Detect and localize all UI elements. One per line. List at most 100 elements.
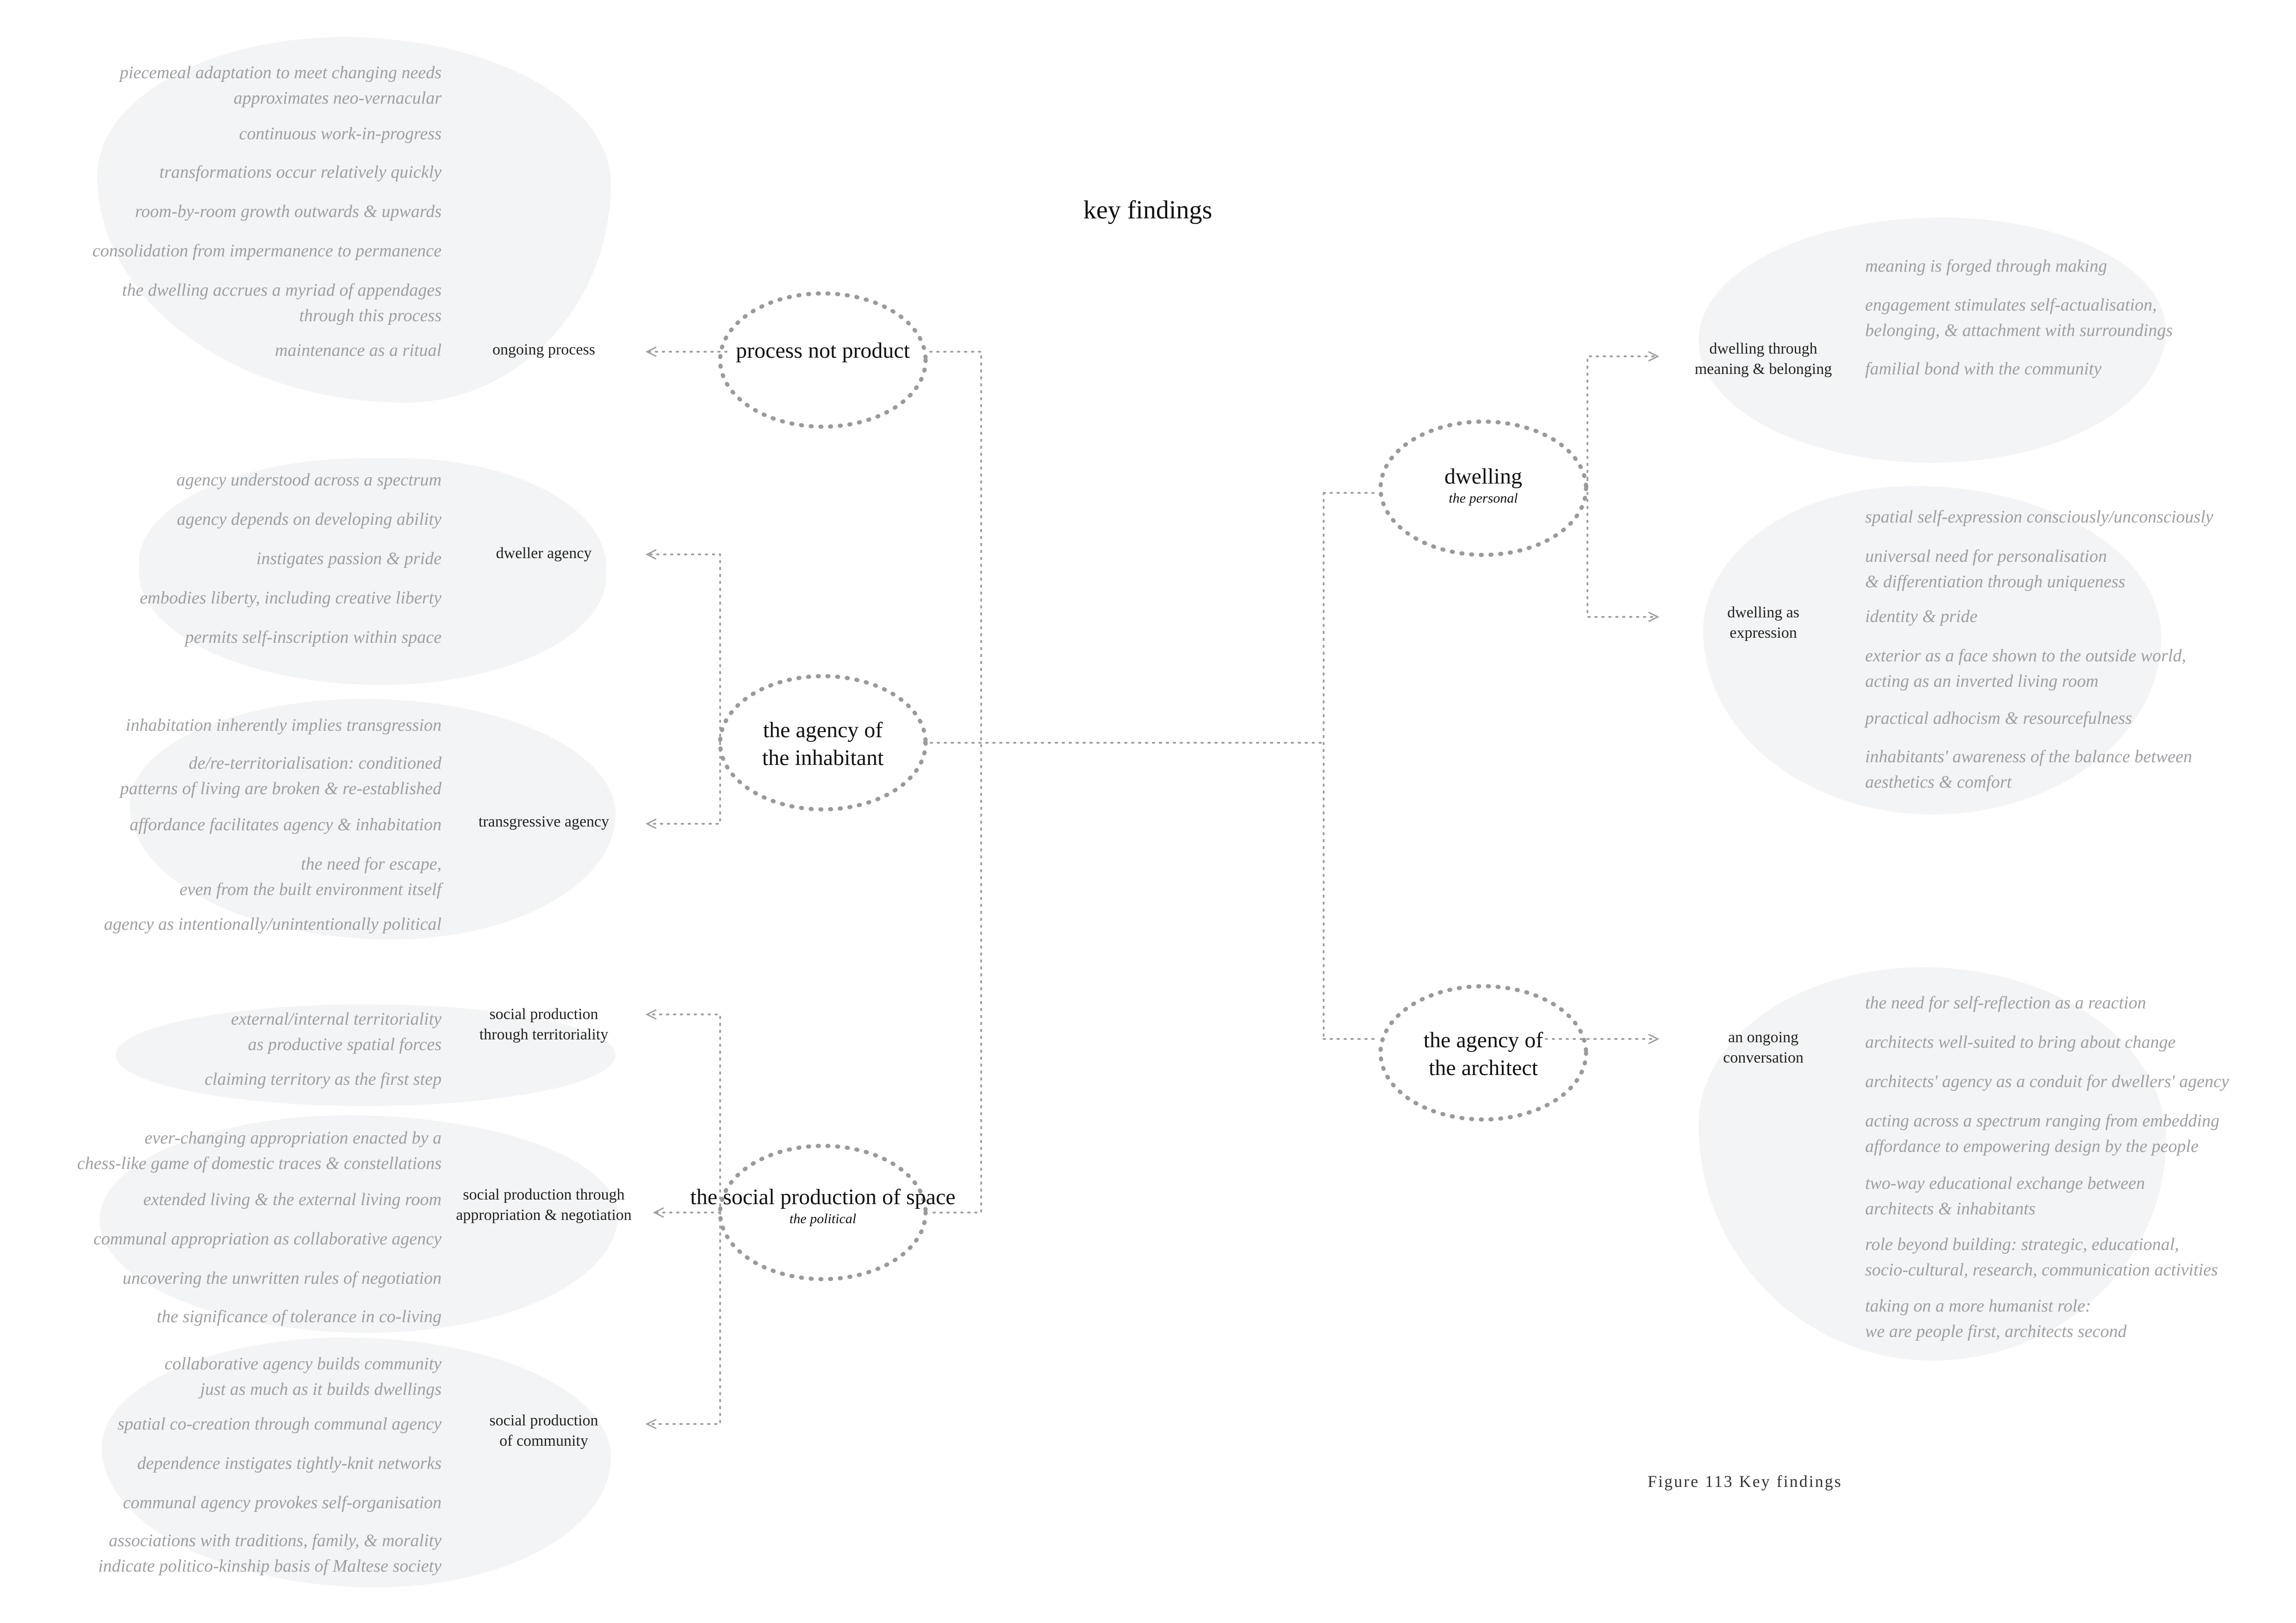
dwelling-node-ellipse	[1378, 419, 1588, 557]
sub-appropriation-line2: appropriation & negotiation	[456, 1206, 632, 1224]
node-social-label: the social production of space	[690, 1185, 956, 1209]
finding-item: socio-cultural, research, communication …	[1865, 1260, 2218, 1280]
node-inhabitant-line2: the inhabitant	[762, 746, 884, 770]
sub-expression: dwelling as expression	[1675, 603, 1851, 643]
finding-item: belonging, & attachment with surrounding…	[1865, 321, 2173, 340]
architect-node-ellipse	[1378, 984, 1588, 1122]
finding-item: chess-like game of domestic traces & con…	[77, 1154, 442, 1173]
finding-item: acting across a spectrum ranging from em…	[1865, 1111, 2220, 1131]
finding-item: engagement stimulates self-actualisation…	[1865, 295, 2157, 315]
finding-item: approximates neo-vernacular	[233, 88, 442, 108]
sub-community: social production of community	[454, 1411, 634, 1451]
sub-conversation-line2: conversation	[1723, 1049, 1804, 1066]
finding-item: affordance facilitates agency & inhabita…	[129, 815, 442, 834]
node-architect-line2: the architect	[1429, 1056, 1538, 1080]
figure-caption: Figure 113 Key findings	[1648, 1472, 1842, 1491]
finding-item: claiming territory as the first step	[205, 1070, 442, 1089]
finding-item: just as much as it builds dwellings	[200, 1380, 442, 1399]
node-social-production: the social production of space the polit…	[638, 1183, 1008, 1227]
finding-item: as productive spatial forces	[248, 1035, 442, 1054]
sub-territoriality-line2: through territoriality	[479, 1026, 609, 1043]
finding-item: agency understood across a spectrum	[176, 470, 442, 490]
node-agency-of-inhabitant: the agency of the inhabitant	[684, 716, 962, 772]
node-process-not-product: process not product	[684, 337, 962, 365]
sub-territoriality: social production through territoriality	[454, 1004, 634, 1045]
transgressive-agency-blob	[130, 699, 616, 939]
finding-item: we are people first, architects second	[1865, 1322, 2127, 1341]
sub-conversation-line1: an ongoing	[1728, 1029, 1799, 1046]
node-agency-of-architect: the agency of the architect	[1344, 1026, 1622, 1082]
finding-item: consolidation from impermanence to perma…	[92, 241, 442, 261]
finding-item: spatial self-expression consciously/unco…	[1865, 507, 2214, 527]
finding-item: role beyond building: strategic, educati…	[1865, 1235, 2179, 1254]
finding-item: agency depends on developing ability	[177, 510, 442, 529]
node-inhabitant-line1: the agency of	[763, 718, 883, 742]
conversation-blob	[1699, 967, 2166, 1361]
sub-meaning-line2: meaning & belonging	[1694, 361, 1832, 378]
node-process-label: process not product	[736, 338, 910, 363]
sub-community-line2: of community	[499, 1432, 588, 1449]
finding-item: transformations occur relatively quickly	[159, 162, 442, 182]
finding-item: instigates passion & pride	[256, 549, 442, 568]
sub-territoriality-line1: social production	[489, 1006, 598, 1023]
finding-item: the need for self-reflection as a reacti…	[1865, 993, 2147, 1013]
finding-item: spatial co-creation through communal age…	[117, 1414, 442, 1434]
expression-blob	[1703, 486, 2161, 815]
finding-item: piecemeal adaptation to meet changing ne…	[119, 63, 442, 82]
finding-item: the need for escape,	[301, 854, 442, 874]
meaning-blob	[1699, 218, 2166, 463]
finding-item: patterns of living are broken & re-estab…	[120, 779, 442, 798]
sub-appropriation-line1: social production through	[463, 1186, 625, 1203]
finding-item: familial bond with the community	[1865, 359, 2102, 379]
finding-item: permits self-inscription within space	[185, 628, 442, 647]
finding-item: extended living & the external living ro…	[143, 1190, 442, 1209]
finding-item: room-by-room growth outwards & upwards	[135, 202, 442, 221]
finding-item: even from the built environment itself	[180, 880, 442, 899]
node-social-sublabel: the political	[789, 1211, 857, 1226]
finding-item: two-way educational exchange between	[1865, 1174, 2145, 1193]
finding-item: agency as intentionally/unintentionally …	[104, 914, 442, 934]
finding-item: through this process	[299, 306, 442, 325]
node-dwelling: dwelling the personal	[1344, 463, 1622, 506]
sub-expression-line1: dwelling as	[1727, 604, 1799, 621]
finding-item: associations with traditions, family, & …	[109, 1531, 442, 1550]
finding-item: inhabitants' awareness of the balance be…	[1865, 747, 2192, 766]
finding-item: maintenance as a ritual	[275, 341, 442, 360]
finding-item: the dwelling accrues a myriad of appenda…	[122, 280, 442, 300]
finding-item: ever-changing appropriation enacted by a	[144, 1128, 442, 1148]
finding-item: communal appropriation as collaborative …	[93, 1229, 442, 1249]
finding-item: external/internal territoriality	[231, 1009, 442, 1029]
finding-item: collaborative agency builds community	[164, 1354, 442, 1374]
finding-item: indicate politico-kinship basis of Malte…	[98, 1556, 442, 1576]
sub-transgressive-agency: transgressive agency	[478, 813, 610, 830]
sub-conversation: an ongoing conversation	[1675, 1027, 1851, 1068]
sub-dweller-agency: dweller agency	[496, 545, 592, 562]
sub-expression-line2: expression	[1730, 624, 1797, 641]
finding-item: continuous work-in-progress	[239, 124, 442, 143]
finding-item: meaning is forged through making	[1865, 256, 2107, 276]
finding-item: communal agency provokes self-organisati…	[123, 1493, 442, 1512]
sub-meaning-belonging: dwelling through meaning & belonging	[1675, 339, 1851, 379]
finding-item: architects' agency as a conduit for dwel…	[1865, 1072, 2229, 1091]
finding-item: universal need for personalisation	[1865, 547, 2107, 566]
finding-item: embodies liberty, including creative lib…	[140, 588, 442, 608]
finding-item: affordance to empowering design by the p…	[1865, 1137, 2199, 1156]
social-node-ellipse	[718, 1144, 928, 1281]
finding-item: practical adhocism & resourcefulness	[1865, 709, 2132, 728]
community-blob	[102, 1337, 611, 1587]
finding-item: & differentiation through uniqueness	[1865, 572, 2125, 591]
finding-item: architects & inhabitants	[1865, 1199, 2036, 1219]
finding-item: exterior as a face shown to the outside …	[1865, 646, 2186, 665]
sub-ongoing-process: ongoing process	[492, 341, 595, 358]
finding-item: acting as an inverted living room	[1865, 672, 2099, 691]
sub-meaning-line1: dwelling through	[1709, 340, 1817, 357]
finding-item: aesthetics & comfort	[1865, 772, 2012, 792]
inhabitant-node-ellipse	[718, 674, 928, 812]
sub-community-line1: social production	[489, 1412, 598, 1429]
finding-item: inhabitation inherently implies transgre…	[125, 715, 442, 735]
finding-item: uncovering the unwritten rules of negoti…	[122, 1269, 442, 1288]
diagram-title: key findings	[1083, 196, 1213, 224]
finding-item: architects well-suited to bring about ch…	[1865, 1032, 2176, 1052]
